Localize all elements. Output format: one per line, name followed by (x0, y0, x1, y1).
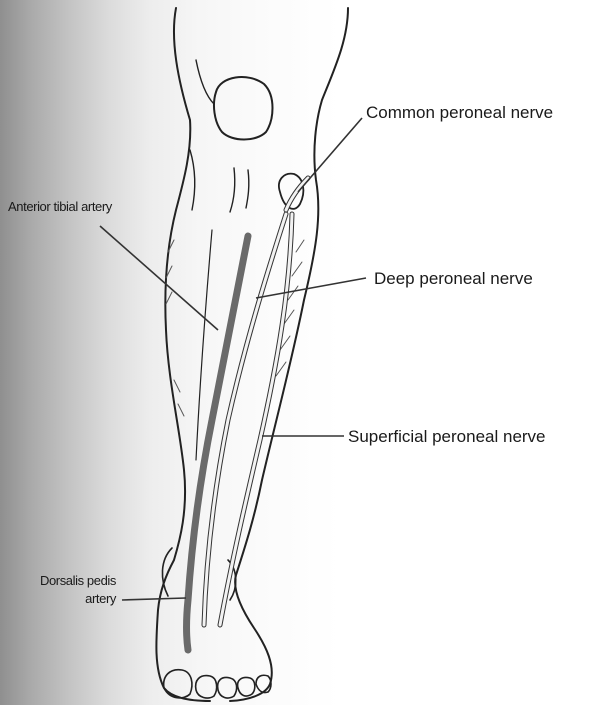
patella (214, 77, 273, 139)
label-deep-peroneal-nerve: Deep peroneal nerve (374, 270, 533, 289)
leader-common-peroneal-nerve (298, 118, 362, 192)
label-dorsalis-pedis-line2: artery (6, 592, 116, 606)
superficial-peroneal-nerve-vessel (220, 214, 292, 625)
label-superficial-peroneal-nerve: Superficial peroneal nerve (348, 428, 546, 447)
label-common-peroneal-nerve: Common peroneal nerve (366, 104, 553, 123)
leader-deep-peroneal-nerve (256, 278, 366, 298)
anterior-tibial-artery-vessel (187, 236, 249, 650)
knee-crease (196, 60, 214, 104)
knee-crease (190, 150, 195, 210)
label-anterior-tibial-artery: Anterior tibial artery (8, 200, 112, 214)
leader-dorsalis-pedis-artery (122, 598, 186, 600)
label-dorsalis-pedis-line1: Dorsalis pedis (6, 574, 116, 588)
knee-crease (230, 168, 235, 212)
toes (164, 670, 271, 698)
lateral-leg-outline (230, 8, 348, 701)
leader-lines (100, 118, 366, 600)
deep-peroneal-nerve-vessel (204, 214, 286, 625)
label-dorsalis-pedis-artery: Dorsalis pedis artery (6, 574, 116, 607)
leader-anterior-tibial-artery (100, 226, 218, 330)
knee-crease (246, 170, 249, 208)
peroneal-nerves (204, 178, 308, 625)
